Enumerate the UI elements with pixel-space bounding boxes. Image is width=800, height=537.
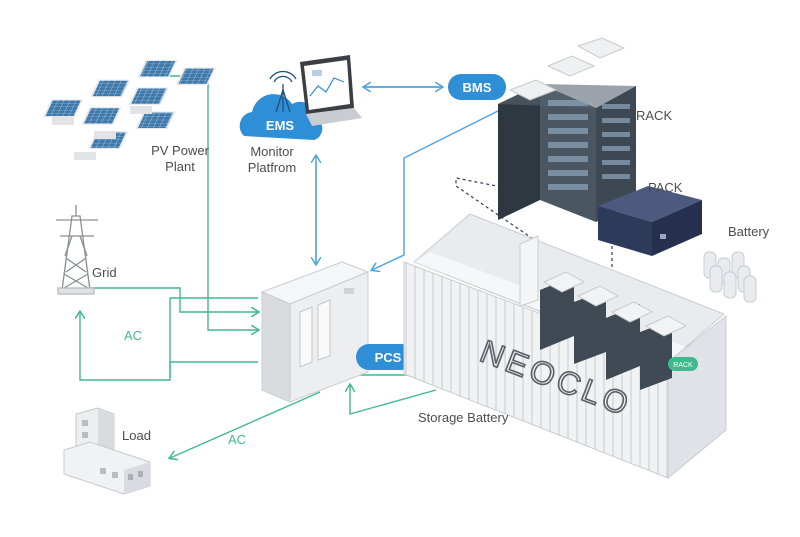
svg-text:BMS: BMS (463, 80, 492, 95)
rack-badge: RACK (668, 357, 698, 371)
rack-label: RACK (636, 108, 672, 123)
pv-label-line2: Plant (165, 159, 195, 174)
pack-module (598, 186, 702, 256)
grid-return-line (169, 361, 258, 378)
svg-text:RACK: RACK (673, 362, 693, 369)
storage-container: NEOCLO (403, 213, 727, 480)
pv-label-line1: PV Power (151, 143, 209, 158)
antenna-icon (269, 70, 297, 113)
pv-panels (43, 59, 217, 160)
grid-label: Grid (92, 265, 117, 280)
load-label: Load (122, 428, 151, 443)
storage-label: Storage Battery (418, 410, 509, 425)
ac-grid-label: AC (124, 328, 142, 343)
rack-cabinets (498, 37, 636, 222)
monitor-label-line1: Monitor (250, 144, 294, 159)
battery-cells-icon (703, 251, 757, 303)
ac-load-label: AC (228, 432, 246, 447)
bms-to-pcs-line (372, 109, 501, 270)
pcs-tag: PCS (356, 344, 414, 370)
ems-tag: EMS (266, 118, 295, 133)
pv-to-pcs-line (147, 75, 258, 330)
pcs-cabinet (260, 261, 370, 403)
bms-tag: BMS (448, 74, 506, 100)
ems-cloud: EMS (239, 70, 323, 140)
pcs-to-load-line (170, 391, 321, 458)
laptop-icon (300, 55, 362, 126)
comm-connections (316, 87, 501, 270)
power-tower-icon (56, 205, 98, 295)
storage-to-pcs-line (350, 385, 437, 415)
svg-text:PCS: PCS (375, 350, 402, 365)
grid-to-pcs-line (90, 287, 258, 312)
pack-label: PACK (648, 180, 683, 195)
monitor-label-line2: Platfrom (248, 160, 296, 175)
pcs-to-grid-line (80, 297, 258, 381)
battery-label: Battery (728, 224, 770, 239)
load-building-icon (63, 407, 151, 495)
